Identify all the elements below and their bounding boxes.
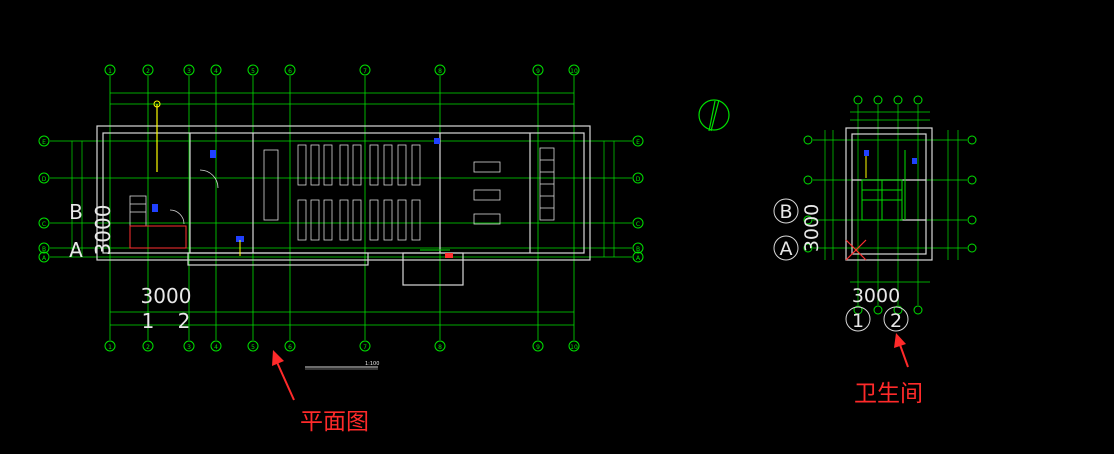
callout-dimension-vertical: 3000	[91, 205, 115, 256]
color-accents	[129, 100, 453, 258]
axis-bubble-bottom-7: 7	[359, 340, 371, 352]
plan-label: 平面图	[300, 409, 369, 435]
row-bubble-right-E: E	[632, 135, 644, 147]
svg-text:10: 10	[570, 68, 578, 75]
svg-text:C: C	[42, 221, 46, 228]
svg-text:6: 6	[288, 344, 292, 351]
axis-bubble-top-1: 1	[104, 64, 116, 76]
row-bubble-left-A: A	[38, 251, 50, 263]
detail-walls	[845, 127, 933, 261]
main-floor-plan: 1 2 3 4 5 6 7 8 9 10 1 2 3 4 5 6 7 8 9 1…	[38, 64, 644, 370]
callout-dimension-horizontal: 3000	[141, 284, 192, 308]
axis-bubble-bottom-10: 10	[568, 340, 580, 352]
svg-text:8: 8	[438, 68, 442, 75]
detail-callout-row-a: A	[780, 238, 793, 260]
svg-text:5: 5	[251, 344, 255, 351]
svg-text:1: 1	[108, 344, 112, 351]
seating-grid	[263, 144, 501, 241]
row-bubble-left-E: E	[38, 135, 50, 147]
row-bubble-right-C: C	[632, 217, 644, 229]
title-block-scale: 1:100	[365, 361, 379, 367]
callout-row-a: A	[69, 238, 83, 262]
svg-text:E: E	[636, 139, 640, 146]
row-bubble-left-C: C	[38, 217, 50, 229]
axis-bubble-bottom-9: 9	[532, 340, 544, 352]
axis-bubble-bottom-5: 5	[247, 340, 259, 352]
svg-text:4: 4	[214, 344, 218, 351]
axis-bubble-top-2: 2	[142, 64, 154, 76]
row-bubble-left-B: B	[38, 242, 50, 254]
callout-axis-2: 2	[178, 309, 191, 333]
left-row-bubbles: E D C B A	[38, 135, 50, 263]
detail-callout-row-b: B	[779, 201, 792, 223]
axis-bubble-top-7: 7	[359, 64, 371, 76]
detail-callout-dimension-vertical: 3000	[801, 204, 823, 252]
svg-text:3: 3	[187, 344, 191, 351]
svg-text:C: C	[636, 221, 640, 228]
callout-labels: B A 3000 3000 1 2	[69, 200, 191, 333]
axis-bubble-bottom-4: 4	[210, 340, 222, 352]
detail-callout-dimension-horizontal: 3000	[852, 285, 900, 307]
detail-callout-labels: B A 3000 3000 1 2	[773, 198, 909, 332]
svg-text:2: 2	[146, 68, 150, 75]
svg-text:7: 7	[363, 68, 367, 75]
row-bubble-right-B: B	[632, 242, 644, 254]
axis-bubble-bottom-1: 1	[104, 340, 116, 352]
svg-text:7: 7	[363, 344, 367, 351]
restroom-arrow-icon	[894, 333, 909, 368]
svg-text:5: 5	[251, 68, 255, 75]
row-bubble-right-D: D	[632, 172, 644, 184]
axis-bubble-top-3: 3	[183, 64, 195, 76]
svg-text:4: 4	[214, 68, 218, 75]
building-walls	[96, 125, 591, 286]
svg-text:B: B	[636, 246, 640, 253]
callout-row-b: B	[69, 200, 83, 224]
svg-text:9: 9	[536, 344, 540, 351]
svg-text:8: 8	[438, 344, 442, 351]
svg-text:B: B	[42, 246, 46, 253]
svg-text:3: 3	[187, 68, 191, 75]
detail-fixtures	[845, 150, 917, 261]
plan-arrow-icon	[272, 350, 295, 401]
svg-text:10: 10	[570, 344, 578, 351]
bottom-axis-bubbles: 1 2 3 4 5 6 7 8 9 10	[104, 340, 580, 352]
svg-text:A: A	[636, 255, 641, 262]
detail-grid-lines	[813, 105, 967, 305]
axis-bubble-bottom-8: 8	[434, 340, 446, 352]
svg-text:6: 6	[288, 68, 292, 75]
axis-bubble-bottom-2: 2	[142, 340, 154, 352]
dimension-lines	[71, 92, 615, 326]
restroom-label: 卫生间	[854, 381, 923, 407]
axis-bubble-bottom-6: 6	[284, 340, 296, 352]
svg-text:A: A	[42, 255, 47, 262]
right-row-bubbles: E D C B A	[632, 135, 644, 263]
restroom-detail-plan: B A 3000 3000 1 2	[773, 95, 977, 332]
axis-bubble-top-10: 10	[568, 64, 580, 76]
axis-bubble-top-5: 5	[247, 64, 259, 76]
detail-callout-axis-1: 1	[852, 310, 864, 332]
svg-text:1: 1	[108, 68, 112, 75]
svg-text:2: 2	[146, 344, 150, 351]
axis-bubble-top-8: 8	[434, 64, 446, 76]
svg-text:E: E	[42, 139, 46, 146]
north-arrow-icon	[698, 99, 730, 132]
row-bubble-left-D: D	[38, 172, 50, 184]
axis-bubble-top-9: 9	[532, 64, 544, 76]
axis-bubble-top-4: 4	[210, 64, 222, 76]
svg-text:D: D	[636, 176, 641, 183]
top-axis-bubbles: 1 2 3 4 5 6 7 8 9 10	[104, 64, 580, 76]
axis-bubble-bottom-3: 3	[183, 340, 195, 352]
callout-axis-1: 1	[142, 309, 155, 333]
svg-text:D: D	[42, 176, 47, 183]
svg-text:9: 9	[536, 68, 540, 75]
row-bubble-right-A: A	[632, 251, 644, 263]
axis-bubble-top-6: 6	[284, 64, 296, 76]
plan-title-block: 1:100	[305, 361, 379, 370]
detail-callout-axis-2: 2	[890, 310, 902, 332]
detail-axis-bubbles	[803, 95, 977, 315]
